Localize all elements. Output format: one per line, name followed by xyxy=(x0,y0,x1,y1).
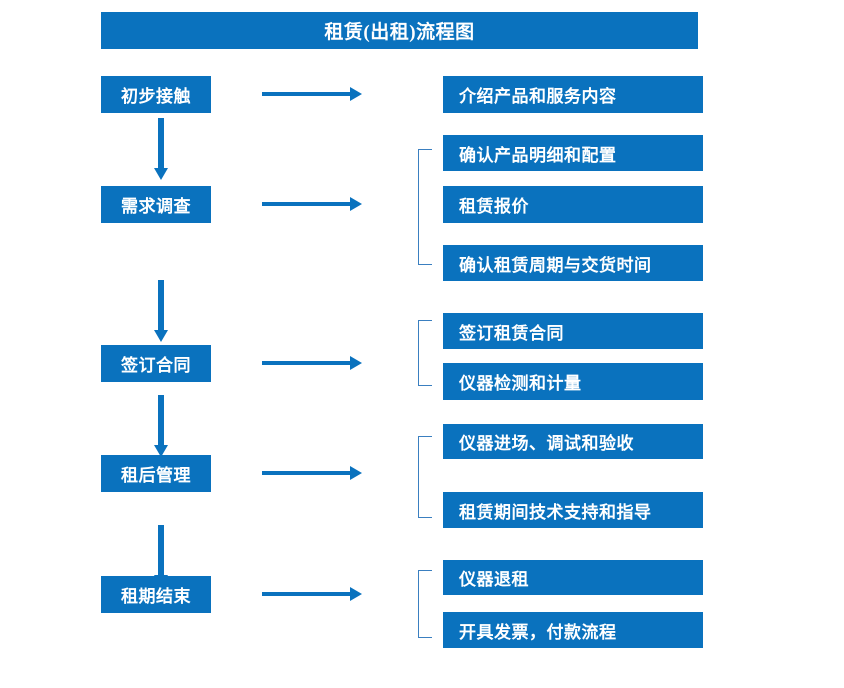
bracket-connector-icon-4 xyxy=(418,436,432,518)
down-arrow-icon-1 xyxy=(154,118,168,180)
down-arrow-icon-4 xyxy=(154,525,168,587)
stage-box-2[interactable]: 需求调查 xyxy=(101,186,211,223)
task-box-2-1[interactable]: 确认产品明细和配置 xyxy=(443,135,703,171)
bracket-connector-icon-5 xyxy=(418,570,432,638)
stage-box-1[interactable]: 初步接触 xyxy=(101,76,211,113)
right-arrow-icon-1 xyxy=(262,87,362,101)
right-arrow-icon-4 xyxy=(262,466,362,480)
task-box-2-2[interactable]: 租赁报价 xyxy=(443,186,703,223)
bracket-connector-icon-3 xyxy=(418,320,432,386)
diagram-title: 租赁(出租)流程图 xyxy=(101,12,698,49)
task-box-1-1[interactable]: 介绍产品和服务内容 xyxy=(443,76,703,113)
task-box-5-2[interactable]: 开具发票，付款流程 xyxy=(443,612,703,648)
task-box-2-3[interactable]: 确认租赁周期与交货时间 xyxy=(443,245,703,281)
stage-box-4[interactable]: 租后管理 xyxy=(101,455,211,492)
task-box-3-2[interactable]: 仪器检测和计量 xyxy=(443,363,703,400)
task-box-5-1[interactable]: 仪器退租 xyxy=(443,560,703,595)
task-box-4-2[interactable]: 租赁期间技术支持和指导 xyxy=(443,492,703,528)
stage-box-3[interactable]: 签订合同 xyxy=(101,345,211,382)
task-box-4-1[interactable]: 仪器进场、调试和验收 xyxy=(443,424,703,459)
right-arrow-icon-5 xyxy=(262,587,362,601)
right-arrow-icon-2 xyxy=(262,197,362,211)
down-arrow-icon-2 xyxy=(154,280,168,342)
right-arrow-icon-3 xyxy=(262,356,362,370)
down-arrow-icon-3 xyxy=(154,395,168,457)
stage-box-5[interactable]: 租期结束 xyxy=(101,576,211,613)
task-box-3-1[interactable]: 签订租赁合同 xyxy=(443,313,703,349)
bracket-connector-icon-2 xyxy=(418,149,432,265)
